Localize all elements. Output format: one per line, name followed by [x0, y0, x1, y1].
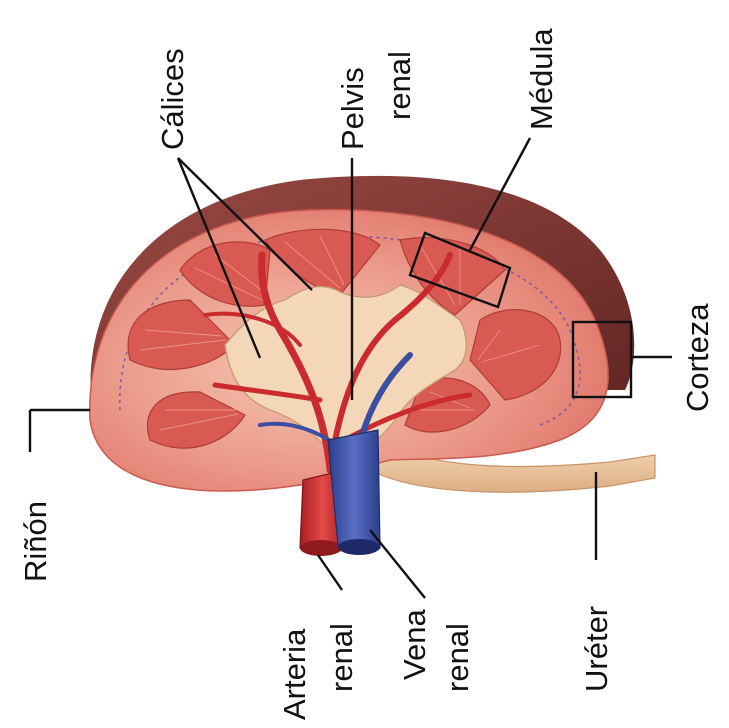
label-calices: Cálices — [155, 48, 190, 150]
label-medula: Médula — [524, 28, 559, 130]
renal-artery-opening — [300, 540, 342, 556]
label-corteza: Corteza — [680, 303, 715, 412]
label-vena-line1: Vena — [397, 609, 432, 680]
label-vena-line2: renal — [440, 623, 475, 692]
label-rinon: Riñón — [18, 501, 53, 582]
label-ureter: Uréter — [579, 606, 614, 692]
label-pelvis-line1: Pelvis — [335, 67, 370, 150]
label-arteria-line1: Arteria — [277, 628, 312, 720]
label-arteria-line2: renal — [324, 623, 359, 692]
label-pelvis-line2: renal — [382, 51, 417, 120]
renal-vein-opening — [338, 539, 380, 555]
